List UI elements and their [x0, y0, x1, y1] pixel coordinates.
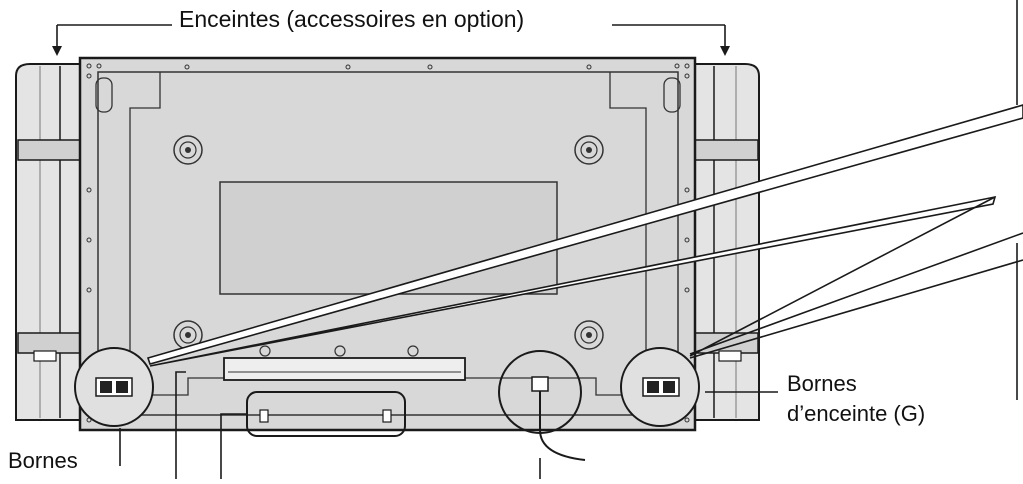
zoom-lines — [146, 0, 1023, 400]
leader-lines — [119, 371, 778, 479]
speaker-terminals-right-label-line1: Bornes — [8, 448, 78, 473]
speakers-optional-label: Enceintes (accessoires en option) — [173, 6, 531, 33]
left-speaker — [15, 63, 93, 421]
mount-hole-br — [574, 320, 604, 350]
display-panel — [78, 56, 697, 432]
mount-hole-tl — [173, 135, 203, 165]
speaker-terminals-left-label-line2: d’enceinte (G) — [787, 401, 926, 426]
speaker-terminals-left-label-line1: Bornes — [787, 371, 857, 396]
left-terminal-callout — [74, 347, 154, 427]
power-inlet-callout — [498, 350, 586, 461]
mount-hole-tr — [574, 135, 604, 165]
speakers-bracket — [52, 24, 730, 56]
right-terminal-callout — [620, 347, 700, 427]
